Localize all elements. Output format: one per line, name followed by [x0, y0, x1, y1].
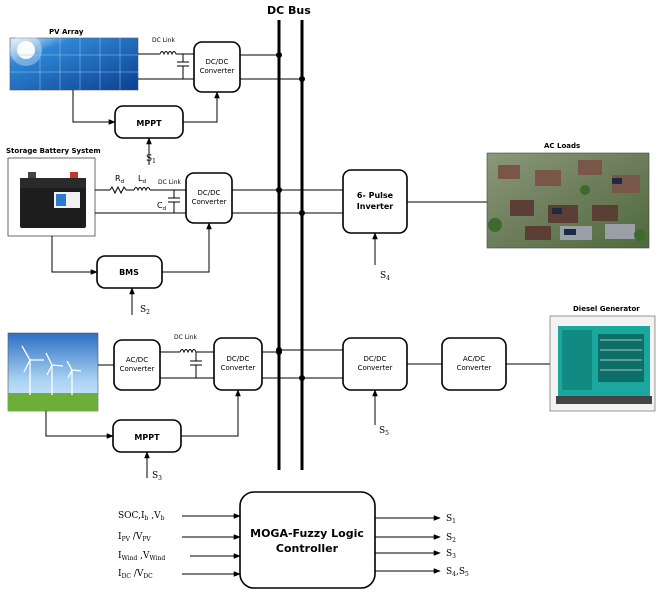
label-ld: Ld	[138, 174, 146, 185]
label-rd: Rd	[115, 174, 124, 185]
pv-dcdc-line1: DC/DC	[206, 58, 229, 66]
battery-dcdc-line1: DC/DC	[198, 189, 221, 197]
wind-mppt-label: MPPT	[134, 433, 160, 442]
output-s2: S2	[446, 533, 456, 544]
inverter-line2: Inverter	[357, 202, 394, 211]
diesel-dcdc-line1: DC/DC	[364, 355, 387, 363]
ac-loads-image	[486, 152, 650, 249]
input-iwind-vwind: IWind ,VWind	[118, 551, 165, 562]
wind-turbine-image	[7, 332, 99, 412]
label-cd: Cd	[157, 201, 166, 212]
wind-dc-link-label: DC Link	[174, 334, 198, 341]
bms-label: BMS	[119, 268, 139, 277]
controller-input-row: IWind ,VWind	[118, 551, 241, 562]
output-s3: S3	[446, 549, 456, 560]
battery-dcdc-line2: Converter	[192, 198, 227, 206]
controller-block	[239, 491, 376, 589]
battery-label: Storage Battery System	[6, 147, 101, 155]
input-ipv-vpv: IPV /VPV	[118, 532, 151, 543]
controller-outputs: S1 S2 S3 S4,S5	[375, 514, 469, 578]
input-idc-vdc: IDC /VDC	[118, 569, 153, 580]
signal-s5: S5	[379, 426, 389, 437]
diesel-dcdc-line2: Converter	[358, 364, 393, 372]
controller-input-row: IDC /VDC	[118, 569, 241, 580]
wind-acdc-line2: Converter	[120, 365, 155, 373]
battery-image	[7, 157, 96, 237]
ac-loads-label: AC Loads	[544, 142, 580, 150]
pv-dcdc-line2: Converter	[200, 67, 235, 75]
pv-dc-link-label: DC Link	[152, 37, 176, 44]
wind-dcdc-line2: Converter	[221, 364, 256, 372]
controller-input-row: SOC,Ib ,Vb	[118, 511, 241, 522]
diesel-generator-image	[549, 315, 656, 412]
controller-inputs: SOC,Ib ,Vb IPV /VPV IWind ,VWind IDC /VD…	[118, 511, 241, 580]
wind-dcdc-line1: DC/DC	[227, 355, 250, 363]
battery-dc-link-label: DC Link	[158, 179, 182, 186]
signal-s1: S1	[146, 154, 156, 165]
controller-line2: Controller	[276, 542, 339, 555]
signal-s3: S3	[152, 471, 162, 482]
wind-acdc-line1: AC/DC	[126, 356, 148, 364]
output-s4-s5: S4,S5	[446, 567, 469, 578]
signal-s2: S2	[140, 305, 150, 316]
pv-array-image	[9, 34, 139, 91]
signal-s4: S4	[380, 271, 390, 282]
input-soc-ib-vb: SOC,Ib ,Vb	[118, 511, 165, 522]
dc-bus-title: DC Bus	[267, 4, 311, 17]
controller-input-row: IPV /VPV	[118, 532, 241, 543]
output-s1: S1	[446, 514, 456, 525]
pv-array-label: PV Array	[49, 28, 84, 36]
pv-mppt-label: MPPT	[136, 119, 162, 128]
inverter-line1: 6- Pulse	[357, 191, 394, 200]
diesel-label: Diesel Generator	[573, 305, 640, 313]
diesel-acdc-line2: Converter	[457, 364, 492, 372]
diesel-acdc-line1: AC/DC	[463, 355, 485, 363]
controller-line1: MOGA-Fuzzy Logic	[250, 527, 364, 540]
